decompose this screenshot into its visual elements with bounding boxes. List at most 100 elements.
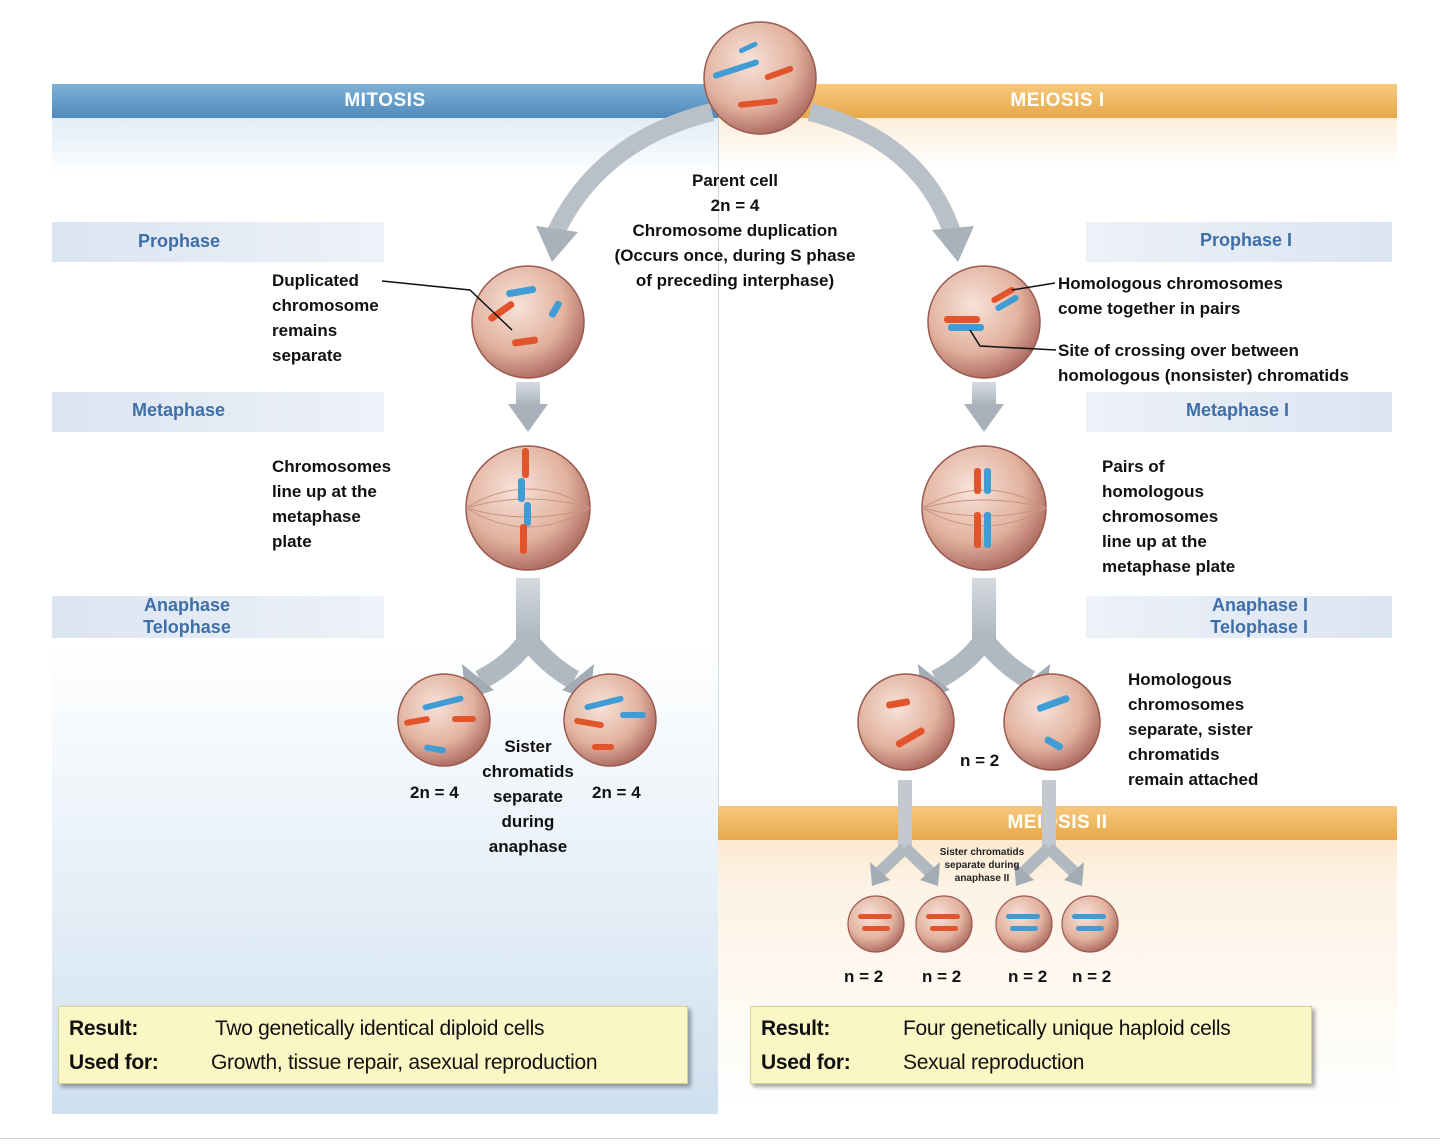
label-line: Homologous [1128,670,1232,689]
label-line: Sister [504,737,552,756]
meiosis-prophase-label-1: Homologous chromosomes come together in … [1058,271,1283,321]
label-line: Sister chromatids [939,847,1025,858]
label-line: separate [493,787,563,806]
phase-prophase: Prophase [138,231,221,251]
mitosis-prophase-cell [381,265,585,379]
meiosis-result-row: Result: Four genetically unique haploid c… [751,1007,1311,1046]
meiosis2-cell-3 [995,895,1053,953]
label-line: separate during [944,860,1020,871]
result-value: Two genetically identical diploid cells [215,1017,545,1040]
parent-line-1: Parent cell [692,171,778,190]
parent-line-5: of preceding interphase) [635,271,835,290]
mitosis-split-arrow [462,578,594,700]
used-value: Growth, tissue repair, asexual reproduct… [211,1051,598,1074]
result-key: Result: [69,1017,139,1040]
parent-right-arrow [807,103,974,262]
meiosis-prophase-cell [927,265,1057,379]
label-line: chromatids [1128,745,1220,764]
mitosis-result-box: Result: Two genetically identical diploid… [58,1006,688,1084]
mitosis-daughter-cell-left [397,673,491,767]
label-line: Site of crossing over between [1058,341,1299,360]
final-ploidy-1: n = 2 [844,967,884,986]
meiosis2-cell-1 [847,895,905,953]
result-value: Four genetically unique haploid cells [903,1017,1231,1040]
phase-telophase-1: Telophase I [1210,617,1308,637]
meiosis-prophase-label-2: Site of crossing over between homologous… [1058,338,1349,388]
meiosis2-cell-4 [1061,895,1119,953]
phase-metaphase: Metaphase [132,400,226,420]
meiosis-metaphase-label: Pairs of homologous chromosomes line up … [1102,454,1235,579]
label-line: homologous (nonsister) chromatids [1058,366,1349,385]
label-line: metaphase [272,507,361,526]
label-line: separate, sister [1128,720,1253,739]
label-line: Chromosomes [272,457,392,476]
label-line: plate [272,532,312,551]
meiosis-metaphase-cell [921,445,1047,571]
label-line: come together in pairs [1058,299,1241,318]
phase-telophase: Telophase [143,617,231,637]
label-line: Duplicated [272,271,359,290]
label-line: during [501,812,555,831]
phase-anaphase-telophase: Anaphase Telophase [112,594,262,638]
meiosis-daughter-cell-left [857,673,955,771]
label-line: line up at the [272,482,377,501]
meiosis-used-row: Used for: Sexual reproduction [751,1046,1311,1080]
band-anaphase [52,596,384,638]
meiosis-result-box: Result: Four genetically unique haploid c… [750,1006,1312,1084]
phase-anaphase-telophase-1: Anaphase I Telophase I [1176,594,1308,638]
meiosis-arrow-1 [964,382,1004,432]
label-line: anaphase II [954,873,1010,884]
parent-line-4: (Occurs once, during S phase [614,246,856,265]
final-ploidy-4: n = 2 [1072,967,1112,986]
band-metaphase-1 [1086,392,1392,432]
mitosis-metaphase-label: Chromosomes line up at the metaphase pla… [272,454,391,554]
panel-divider [718,118,719,808]
parent-left-arrow [536,103,715,262]
label-line: metaphase plate [1102,557,1236,576]
parent-line-2: 2n = 4 [710,196,760,215]
used-key: Used for: [761,1051,851,1074]
mitosis-ploidy-right: 2n = 4 [592,783,641,802]
label-line: chromosomes [1128,695,1245,714]
band-anaphase-1 [1086,596,1392,638]
band-metaphase [52,392,384,432]
label-line: remain attached [1128,770,1259,789]
label-line: separate [272,346,342,365]
mitosis-daughter-cell-right [563,673,657,767]
mitosis-result-row: Result: Two genetically identical diploid… [59,1007,687,1046]
label-line: remains [272,321,338,340]
label-line: chromosomes [1102,507,1219,526]
label-line: anaphase [488,837,568,856]
mitosis-prophase-label: Duplicated chromosome remains separate [272,268,379,368]
mitosis-metaphase-cell [465,445,591,571]
meiosis2-label: Sister chromatids separate during anapha… [916,846,1048,885]
parent-line-3: Chromosome duplication [632,221,838,240]
phase-metaphase-1: Metaphase I [1186,400,1290,420]
mitosis-used-row: Used for:Growth, tissue repair, asexual … [59,1046,687,1080]
label-line: Pairs of [1102,457,1165,476]
meiosis2-arrow-left [870,780,940,886]
result-key: Result: [761,1017,831,1040]
parent-cell [703,21,817,135]
meiosis-anaphase-label: Homologous chromosomes separate, sister … [1128,667,1258,792]
phase-prophase-1: Prophase I [1200,230,1293,250]
phase-anaphase-1: Anaphase I [1211,595,1308,615]
label-line: homologous [1102,482,1204,501]
used-value: Sexual reproduction [903,1051,1085,1074]
mitosis-header: MITOSIS [52,84,718,118]
label-line: Homologous chromosomes [1058,274,1283,293]
meiosis-daughter-cell-right [1003,673,1101,771]
final-ploidy-2: n = 2 [922,967,962,986]
label-line: chromosome [272,296,379,315]
meiosis-ploidy-mid: n = 2 [960,751,1000,770]
label-line: line up at the [1102,532,1207,551]
final-ploidy-3: n = 2 [1008,967,1048,986]
bottom-rule [0,1138,1440,1139]
mitosis-ploidy-left: 2n = 4 [410,783,459,802]
mitosis-arrow-1 [508,382,548,432]
label-line: chromatids [482,762,574,781]
phase-anaphase: Anaphase [143,595,231,615]
meiosis2-arrow-right [1014,780,1084,886]
band-prophase [52,222,384,262]
